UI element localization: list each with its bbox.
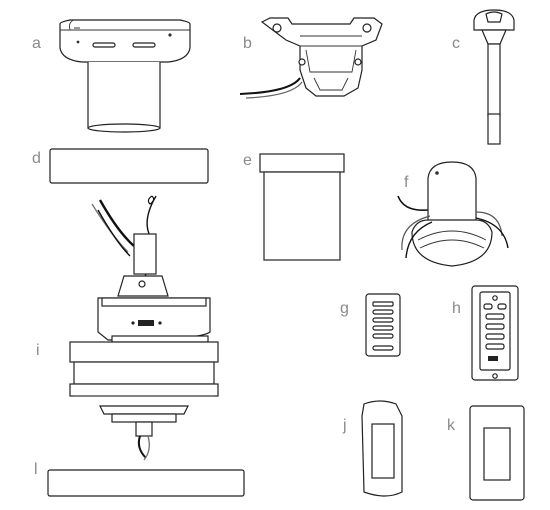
- canopy-illustration: [59, 19, 191, 133]
- blank-panel-d: [49, 148, 209, 184]
- label-a: a: [32, 35, 41, 52]
- wall-plate-illustration: [469, 405, 525, 501]
- label-e: e: [243, 152, 252, 169]
- mounting-bracket-illustration: [239, 17, 383, 99]
- motor-assembly-illustration: [69, 195, 219, 461]
- blank-panel-l: [47, 469, 245, 497]
- coupling-cover-illustration: [259, 153, 345, 261]
- label-l: l: [34, 461, 38, 478]
- downrod-illustration: [473, 9, 515, 145]
- label-k: k: [447, 417, 456, 434]
- label-g: g: [340, 300, 349, 317]
- label-d: d: [32, 150, 41, 167]
- remote-holder-illustration: [361, 400, 403, 497]
- receiver-illustration: [397, 161, 509, 267]
- wall-control-illustration: [471, 285, 519, 381]
- label-i: i: [36, 342, 40, 359]
- label-h: h: [452, 300, 461, 317]
- label-f: f: [404, 174, 409, 191]
- label-c: c: [452, 35, 460, 52]
- handheld-remote-illustration: [365, 293, 401, 357]
- label-b: b: [243, 35, 252, 52]
- label-j: j: [342, 417, 347, 434]
